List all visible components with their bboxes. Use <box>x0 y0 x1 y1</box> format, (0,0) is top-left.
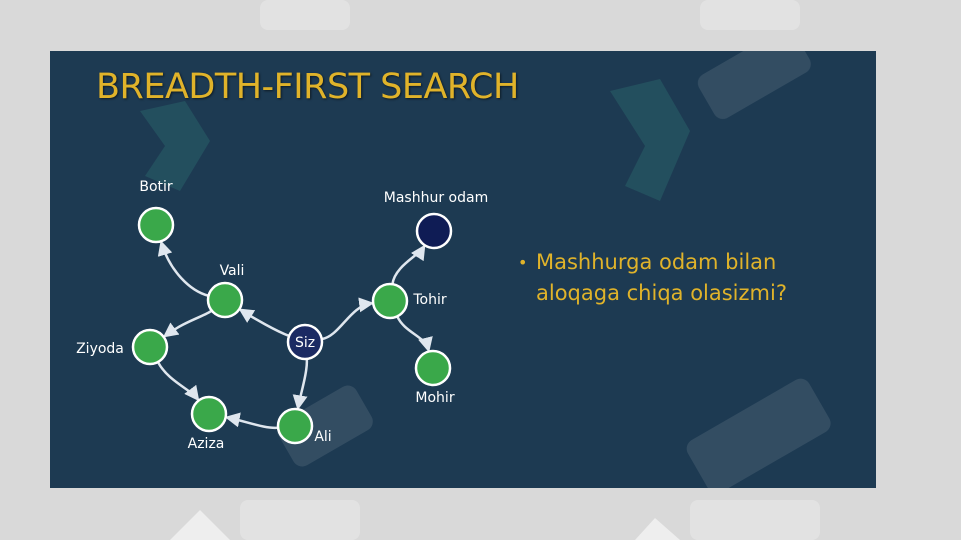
edge-siz-to-vali <box>238 308 290 338</box>
bullet-indent <box>518 278 536 309</box>
nodes <box>131 206 453 445</box>
node-label-mohir: Mohir <box>415 390 454 406</box>
node-label-tohir: Tohir <box>412 292 447 308</box>
edge-vali-to-botir <box>157 240 209 297</box>
node-ali <box>276 407 314 445</box>
edge-vali-to-ziyoda <box>162 309 213 338</box>
node-label-mashhur: Mashhur odam <box>384 190 488 206</box>
node-label-vali: Vali <box>220 263 245 279</box>
bullet-text-line-2: aloqaga chiqa olasizmi? <box>536 281 787 305</box>
edge-siz-to-ali <box>292 358 309 411</box>
node-mashhur <box>415 212 453 250</box>
node-label-ali: Ali <box>314 429 331 445</box>
bullet-text-line-1: Mashhurga odam bilan <box>536 250 777 274</box>
edge-tohir-to-mohir <box>396 315 433 353</box>
watermark-bar-bottom-left <box>240 500 360 540</box>
watermark-mark-right <box>635 518 680 540</box>
node-label-ziyoda: Ziyoda <box>76 341 124 357</box>
bullet-point-icon: • <box>518 253 528 272</box>
watermark-bar-top-right <box>700 0 800 30</box>
watermark-mark-left <box>170 510 230 540</box>
edge-tohir-to-mashhur <box>391 244 426 285</box>
slide-title: BREADTH-FIRST SEARCH <box>96 67 519 107</box>
node-label-siz: Siz <box>295 335 315 351</box>
edge-ali-to-aziza <box>224 412 279 430</box>
node-label-aziza: Aziza <box>188 436 225 452</box>
watermark-bar-bottom-right <box>690 500 820 540</box>
node-botir <box>137 206 175 244</box>
node-vali <box>206 281 244 319</box>
edge-siz-to-tohir <box>321 297 375 341</box>
node-mohir <box>414 349 452 387</box>
watermark-bar-top-left <box>260 0 350 30</box>
node-tohir <box>371 282 409 320</box>
node-label-botir: Botir <box>139 179 173 195</box>
node-aziza <box>190 395 228 433</box>
edge-ziyoda-to-aziza <box>156 361 200 402</box>
node-siz <box>286 323 324 361</box>
node-ziyoda <box>131 328 169 366</box>
edges <box>156 240 433 430</box>
question-bullet: • Mashhurga odam bilan aloqaga chiqa ola… <box>518 247 858 309</box>
